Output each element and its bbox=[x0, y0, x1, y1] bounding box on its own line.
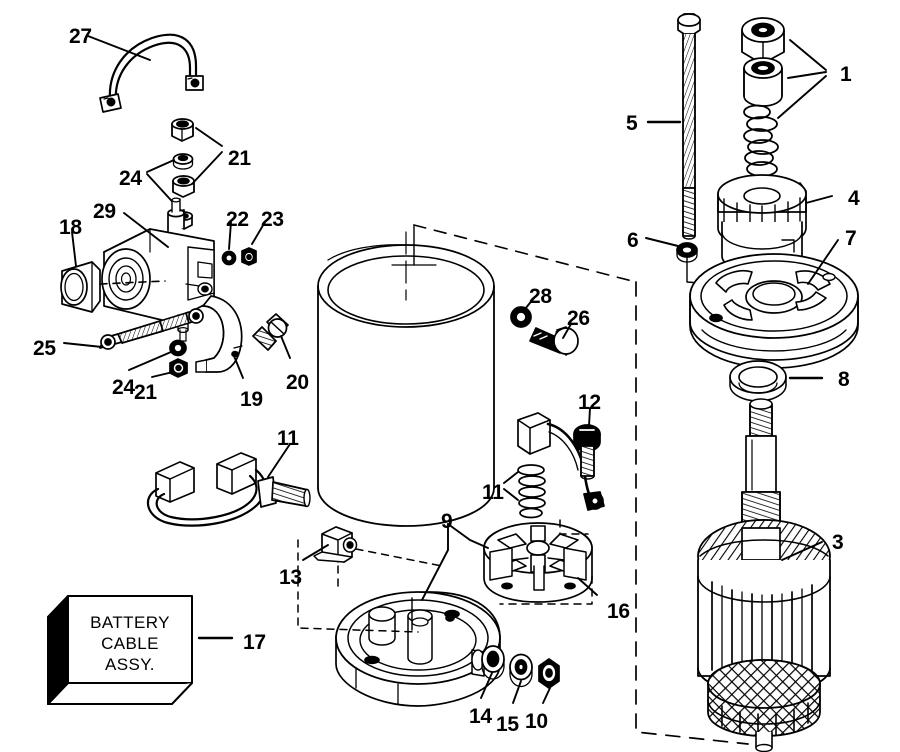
callout-3[interactable]: 3 bbox=[832, 531, 844, 554]
part-25-solenoid-link-rod bbox=[99, 308, 204, 350]
part-11-brush-with-spring bbox=[517, 412, 605, 519]
part-28-bolt-washer bbox=[510, 306, 532, 328]
part-13-terminal-bracket bbox=[313, 526, 358, 563]
callout-16[interactable]: 16 bbox=[607, 600, 630, 623]
part-9-motor-frame bbox=[317, 244, 495, 527]
callout-1[interactable]: 1 bbox=[840, 63, 852, 86]
callout-13[interactable]: 13 bbox=[279, 566, 302, 589]
callout-21-upper[interactable]: 21 bbox=[228, 147, 251, 170]
callout-11-brush-set[interactable]: 11 bbox=[277, 427, 299, 450]
callout-12[interactable]: 12 bbox=[578, 391, 601, 414]
part-12-brush-screw bbox=[573, 424, 601, 480]
callout-7[interactable]: 7 bbox=[845, 227, 857, 250]
callout-8[interactable]: 8 bbox=[838, 368, 850, 391]
callout-18[interactable]: 18 bbox=[59, 216, 82, 239]
callout-22[interactable]: 22 bbox=[226, 208, 249, 231]
callout-29[interactable]: 29 bbox=[93, 200, 116, 223]
part-29-solenoid-body bbox=[101, 197, 215, 342]
callout-5[interactable]: 5 bbox=[626, 112, 638, 135]
callout-24-lower[interactable]: 24 bbox=[112, 376, 135, 399]
callout-23[interactable]: 23 bbox=[261, 208, 284, 231]
part-27-ground-cable bbox=[99, 33, 204, 113]
callout-20[interactable]: 20 bbox=[286, 371, 309, 394]
part-24-21-fastener-stack-lower bbox=[169, 339, 188, 378]
callout-10[interactable]: 10 bbox=[525, 710, 548, 733]
battery-box-line2: CABLE bbox=[101, 634, 159, 653]
callout-4[interactable]: 4 bbox=[848, 187, 860, 210]
callout-27[interactable]: 27 bbox=[69, 25, 92, 48]
part-18-solenoid-boot bbox=[60, 261, 101, 313]
part-19-mounting-clamp bbox=[195, 295, 243, 373]
battery-box-line1: BATTERY bbox=[90, 613, 170, 632]
part-1-nut-collar-spring bbox=[741, 17, 785, 177]
callout-19[interactable]: 19 bbox=[240, 388, 263, 411]
callout-6[interactable]: 6 bbox=[627, 229, 639, 252]
part-7-drive-end-housing bbox=[689, 253, 859, 369]
part-8-thrust-washer bbox=[729, 360, 787, 402]
part-5-thru-bolt bbox=[677, 13, 701, 240]
battery-box-line3: ASSY. bbox=[105, 655, 155, 674]
part-3-armature bbox=[697, 398, 831, 752]
part-26-hex-bolt bbox=[529, 326, 579, 356]
callout-26[interactable]: 26 bbox=[567, 307, 590, 330]
callout-11-brush-spring[interactable]: 11 bbox=[482, 481, 504, 504]
part-11-brush-set bbox=[146, 452, 311, 527]
part-9-commutator-end-cap bbox=[335, 591, 501, 707]
callout-9[interactable]: 9 bbox=[441, 510, 453, 533]
part-14-15-10-washers-nut bbox=[481, 645, 560, 689]
part-22-23-small-fasteners bbox=[221, 247, 257, 266]
part-20-clamp-screw bbox=[252, 313, 289, 351]
callout-17[interactable]: 17 bbox=[243, 631, 266, 654]
part-16-brush-holder-plate bbox=[483, 522, 593, 603]
callout-24-upper[interactable]: 24 bbox=[119, 167, 142, 190]
callout-15[interactable]: 15 bbox=[496, 713, 519, 736]
callout-28[interactable]: 28 bbox=[529, 285, 552, 308]
callout-14[interactable]: 14 bbox=[469, 705, 492, 728]
callout-25[interactable]: 25 bbox=[33, 337, 56, 360]
callout-21-lower[interactable]: 21 bbox=[134, 381, 157, 404]
part-17-battery-cable-assembly-box bbox=[47, 595, 193, 705]
